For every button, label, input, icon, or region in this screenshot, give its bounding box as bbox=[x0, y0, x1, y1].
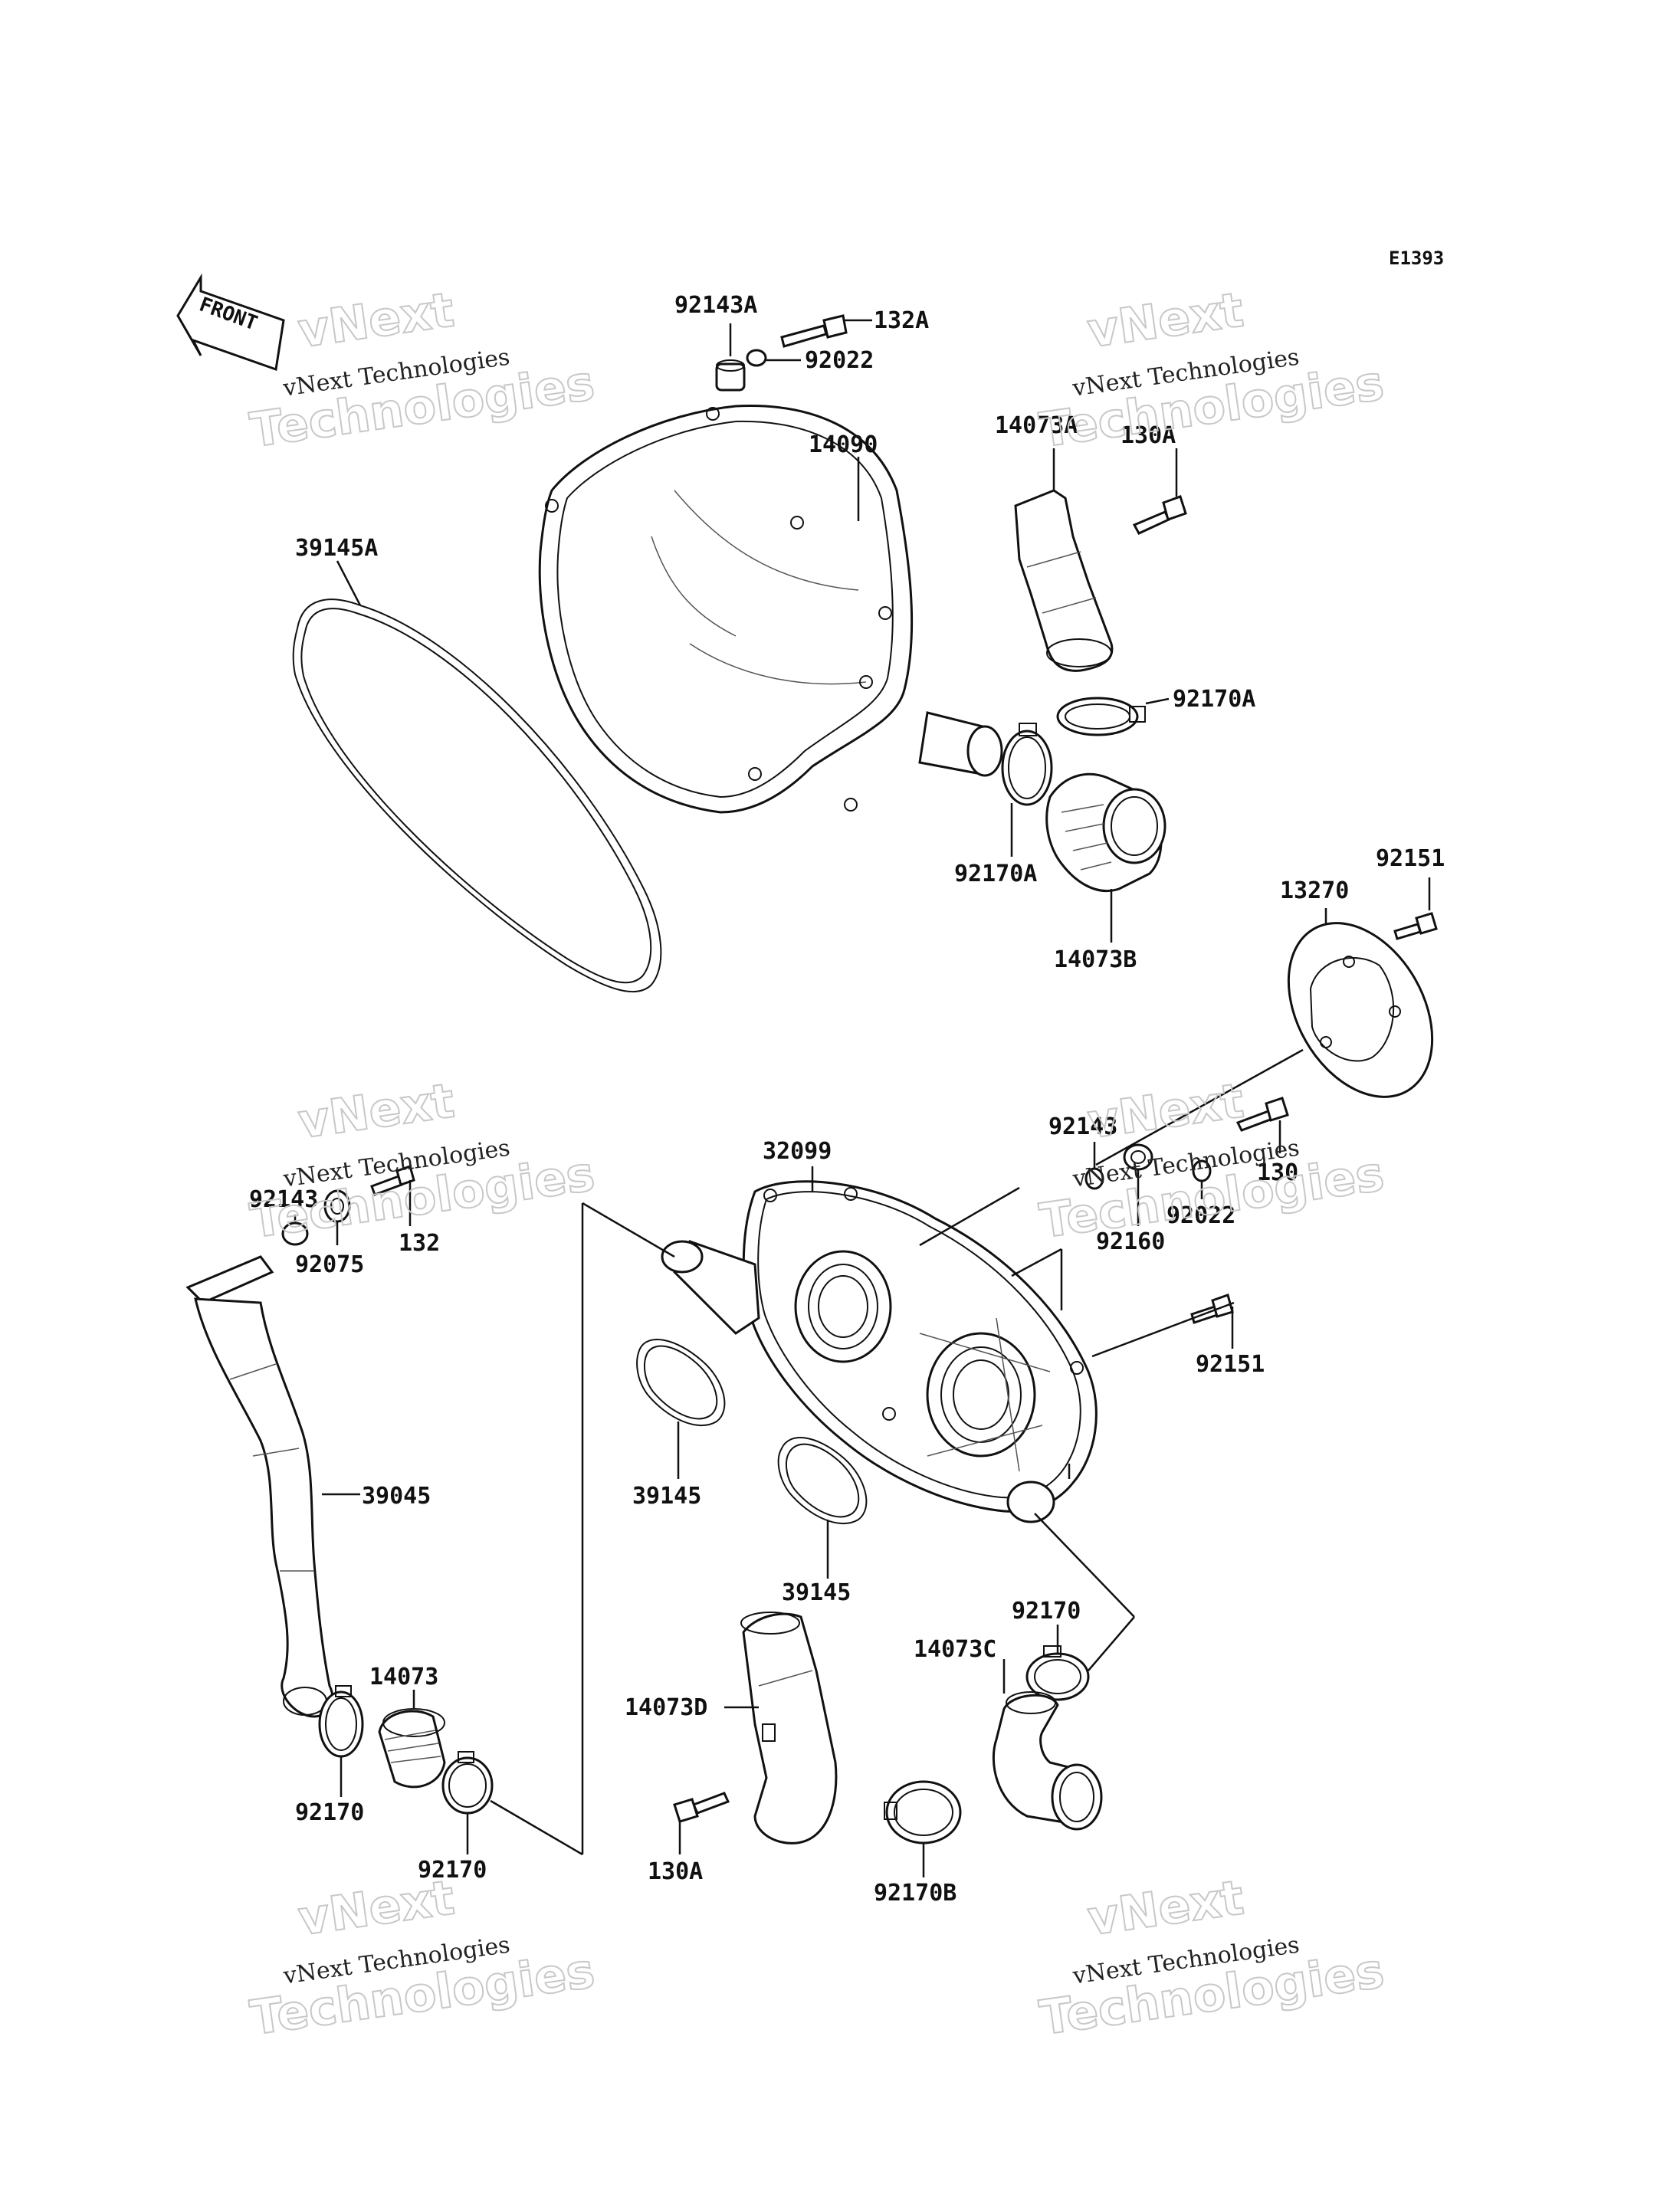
watermark-mid-right: vNext Technologies vNext Technologies bbox=[1035, 1071, 1388, 1250]
svg-text:vNext: vNext bbox=[295, 1869, 458, 1946]
label-92160: 92160 bbox=[1096, 1228, 1165, 1255]
clamp-92170-a bbox=[318, 1685, 364, 1758]
label-130a-top: 130A bbox=[1121, 422, 1176, 449]
label-92170-right: 92170 bbox=[1012, 1598, 1081, 1625]
label-92170b: 92170B bbox=[874, 1880, 956, 1907]
label-14073b: 14073B bbox=[1054, 946, 1137, 973]
outer-cover-gasket bbox=[292, 598, 662, 993]
collar-92143a bbox=[715, 359, 746, 392]
label-92170-b: 92170 bbox=[418, 1857, 487, 1884]
watermark-mid-left: vNext Technologies vNext Technologies bbox=[246, 1071, 599, 1250]
bolt-130a-bottom bbox=[673, 1792, 730, 1823]
clutch-outer-cover bbox=[538, 405, 1003, 814]
label-14073d: 14073D bbox=[625, 1694, 707, 1721]
clutch-inner-cover bbox=[661, 1180, 1098, 1523]
bellows-duct-14073b bbox=[1045, 772, 1166, 893]
clamp-92170a-left bbox=[1001, 723, 1053, 806]
label-14073a: 14073A bbox=[995, 412, 1078, 439]
label-14073: 14073 bbox=[369, 1664, 438, 1690]
label-92022-right: 92022 bbox=[1166, 1202, 1235, 1229]
watermark-top-left: vNext Technologies vNext Technologies bbox=[246, 280, 599, 459]
bolt-92151-mid bbox=[1190, 1294, 1234, 1324]
svg-text:vNext: vNext bbox=[295, 1072, 458, 1149]
watermark-bottom-left: vNext Technologies vNext Technologies bbox=[246, 1868, 599, 2047]
label-39045: 39045 bbox=[362, 1483, 431, 1510]
label-92143-right: 92143 bbox=[1048, 1113, 1117, 1140]
svg-text:vNext: vNext bbox=[1084, 1072, 1247, 1149]
watermark-top-right: vNext Technologies vNext Technologies bbox=[1035, 280, 1388, 459]
label-92143a: 92143A bbox=[674, 292, 757, 319]
duct-14073d bbox=[740, 1612, 838, 1844]
svg-text:vNext: vNext bbox=[294, 281, 457, 359]
label-132a: 132A bbox=[874, 307, 929, 334]
clamp-92170-right bbox=[1025, 1645, 1090, 1701]
cover-plate-13270 bbox=[1287, 922, 1434, 1098]
clamp-92170b bbox=[884, 1780, 962, 1844]
label-130a-bottom: 130A bbox=[648, 1858, 703, 1885]
elbow-duct-14073c bbox=[992, 1691, 1103, 1831]
bolt-132a bbox=[780, 314, 848, 348]
clamp-92170-b bbox=[441, 1751, 494, 1815]
leader-lines bbox=[294, 319, 1431, 1877]
label-92170-a: 92170 bbox=[295, 1799, 364, 1826]
label-39145-a: 39145 bbox=[632, 1483, 701, 1510]
intake-duct-39045 bbox=[185, 1255, 334, 1718]
svg-text:vNext: vNext bbox=[1084, 1869, 1247, 1946]
duct-14073a bbox=[1014, 489, 1114, 672]
label-14090: 14090 bbox=[809, 431, 878, 458]
bolt-130 bbox=[1235, 1097, 1289, 1132]
label-13270: 13270 bbox=[1280, 877, 1349, 904]
label-39145-b: 39145 bbox=[782, 1579, 851, 1606]
label-32099: 32099 bbox=[763, 1138, 832, 1165]
diagram-code: E1393 bbox=[1389, 248, 1444, 269]
label-92075: 92075 bbox=[295, 1251, 364, 1278]
bolt-130a-top bbox=[1132, 495, 1187, 535]
label-92143-left: 92143 bbox=[249, 1186, 318, 1213]
label-130: 130 bbox=[1257, 1159, 1298, 1186]
coupler-14073 bbox=[378, 1708, 446, 1789]
bolt-92151-top bbox=[1393, 912, 1438, 940]
label-132: 132 bbox=[399, 1230, 440, 1257]
front-arrow-icon: FRONT bbox=[176, 273, 285, 372]
label-92151-top: 92151 bbox=[1376, 845, 1445, 872]
watermark-bottom-right: vNext Technologies vNext Technologies bbox=[1035, 1868, 1388, 2047]
label-92022-top: 92022 bbox=[805, 347, 874, 374]
gasket-39145-b bbox=[777, 1437, 868, 1524]
clamp-92170a-right bbox=[1056, 697, 1146, 736]
washer-92022-top bbox=[746, 349, 767, 367]
svg-text:vNext: vNext bbox=[1084, 281, 1246, 359]
label-14073c: 14073C bbox=[914, 1636, 996, 1663]
gasket-39145-a bbox=[636, 1339, 726, 1426]
label-39145a: 39145A bbox=[295, 535, 378, 562]
label-92170a-right: 92170A bbox=[1173, 686, 1255, 713]
label-92170a-left: 92170A bbox=[954, 861, 1037, 887]
label-92151-mid: 92151 bbox=[1196, 1351, 1265, 1378]
